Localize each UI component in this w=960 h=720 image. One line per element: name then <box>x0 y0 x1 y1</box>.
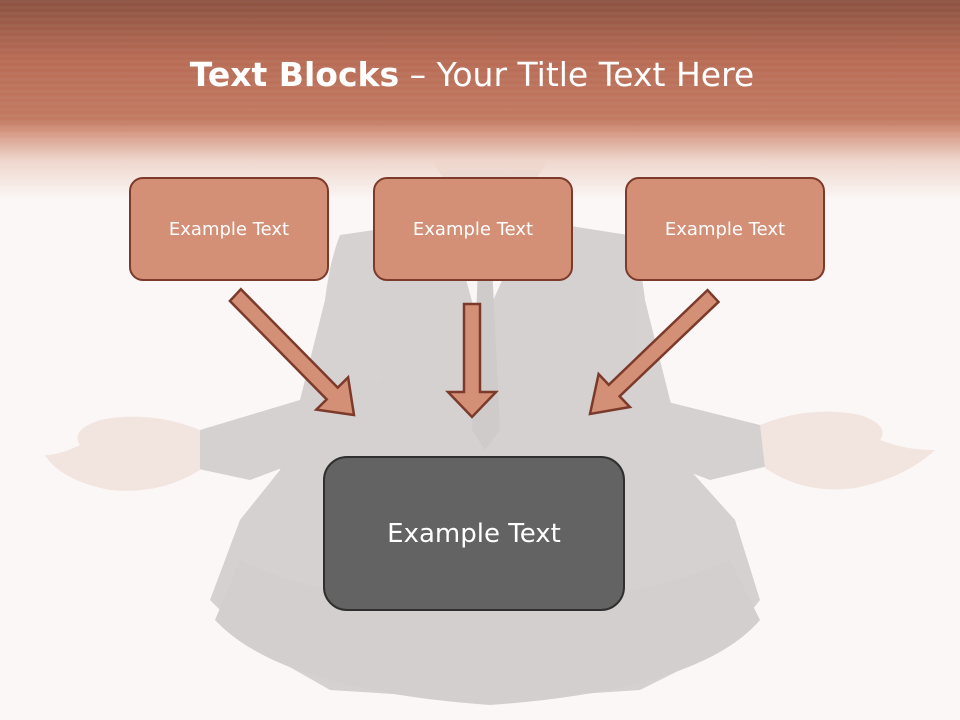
left-arrow <box>228 287 356 417</box>
text-block-center-label: Example Text <box>412 218 534 240</box>
title-rest: Your Title Text Here <box>436 55 755 94</box>
header-stripes <box>0 0 960 140</box>
text-block-center[interactable]: Example Text <box>373 177 573 281</box>
right-arrow <box>588 288 721 416</box>
title-bold: Text Blocks <box>189 55 400 94</box>
text-block-right-label: Example Text <box>664 218 786 240</box>
slide-title: Text Blocks – Your Title Text Here <box>0 55 944 94</box>
text-block-main[interactable]: Example Text <box>323 456 625 611</box>
header-band <box>0 0 960 200</box>
text-block-left[interactable]: Example Text <box>129 177 329 281</box>
text-block-right[interactable]: Example Text <box>625 177 825 281</box>
center-arrow <box>445 302 499 419</box>
text-block-left-label: Example Text <box>168 218 290 240</box>
title-dash: – <box>399 55 437 94</box>
text-block-main-label: Example Text <box>387 518 561 549</box>
